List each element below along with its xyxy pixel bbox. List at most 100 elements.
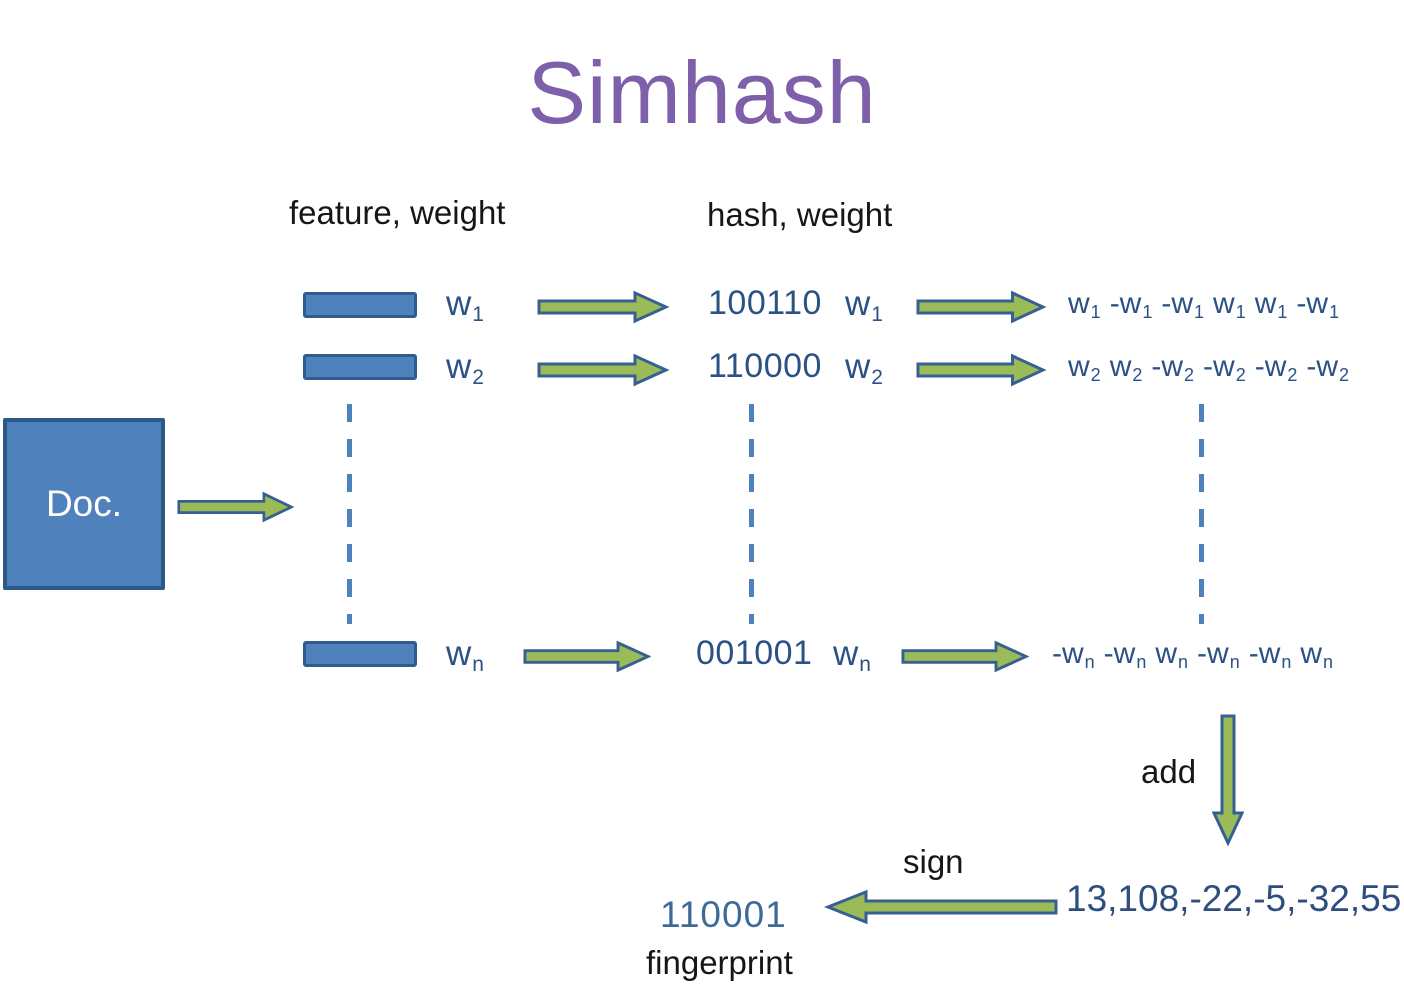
term-base: -w <box>1052 637 1084 670</box>
feature-weight-label: w2 <box>446 347 484 388</box>
expr-term: w2 <box>1068 350 1101 386</box>
term-sub: n <box>1084 652 1095 673</box>
term-base: w <box>1068 287 1090 320</box>
expr-term: -w2 <box>1306 350 1350 386</box>
term-base: w <box>1300 637 1323 670</box>
fingerprint-value: 110001 <box>660 894 787 935</box>
term-sub: n <box>1281 652 1292 673</box>
term-base: w <box>845 284 871 323</box>
sign-arrow-icon <box>822 888 1058 926</box>
ellipsis-dashed-line <box>347 404 352 624</box>
term-base: -w <box>1197 637 1229 670</box>
term-sub: 2 <box>1339 365 1350 386</box>
term-base: w <box>446 634 472 673</box>
term-base: w <box>1068 350 1090 383</box>
sign-label: sign <box>903 843 964 880</box>
term-sub: 2 <box>472 365 484 389</box>
doc-to-features-arrow-icon <box>177 491 294 523</box>
hash-arrow-icon <box>537 353 669 387</box>
expr-term: w2 <box>1109 350 1143 386</box>
expr-term: -w2 <box>1151 350 1195 386</box>
feature-weight-label: w1 <box>446 284 484 325</box>
term-base: w <box>1109 350 1132 383</box>
term-sub: 1 <box>1235 302 1246 323</box>
term-sub: 2 <box>1090 365 1101 386</box>
expr-term: wn <box>1155 637 1189 673</box>
hash-arrow-icon <box>523 640 651 673</box>
feature-weight-label: wn <box>446 634 484 675</box>
term-base: w <box>845 347 871 386</box>
feature-bar <box>303 292 417 318</box>
ellipsis-dashed-line <box>1199 404 1204 624</box>
expr-term: wn <box>1300 637 1333 672</box>
term-base: w <box>833 634 859 673</box>
term-base: w <box>1254 287 1277 320</box>
term-sub: n <box>472 652 484 676</box>
term-base: -w <box>1109 287 1142 320</box>
term-base: -w <box>1203 350 1235 383</box>
term-base: w <box>1155 637 1178 670</box>
hash-weight-label: wn <box>833 634 871 675</box>
term-base: -w <box>1161 287 1194 320</box>
term-sub: 2 <box>1132 365 1143 386</box>
term-sub: 1 <box>871 302 883 326</box>
expr-term: -wn <box>1104 639 1147 673</box>
term-base: w <box>446 284 472 323</box>
weights-arrow-icon <box>916 290 1046 324</box>
term-base: -w <box>1151 350 1184 383</box>
term-sub: 2 <box>1235 365 1246 386</box>
term-sub: 2 <box>1287 365 1298 386</box>
term-sub: n <box>859 652 871 676</box>
feature-bar <box>303 354 417 380</box>
expr-term: w1 <box>1213 287 1246 323</box>
expr-term: -w2 <box>1203 350 1246 386</box>
term-base: -w <box>1296 287 1329 320</box>
term-sub: 1 <box>472 302 484 326</box>
doc-label: Doc. <box>45 483 123 524</box>
expr-term: -w1 <box>1109 287 1153 323</box>
sum-values: 13,108,-22,-5,-32,55 <box>1066 878 1402 919</box>
term-sub: 1 <box>1090 302 1101 323</box>
expr-term: -w1 <box>1161 287 1204 322</box>
hash-arrow-icon <box>537 290 669 324</box>
term-sub: n <box>1178 652 1189 673</box>
term-base: w <box>446 347 472 386</box>
term-sub: 1 <box>1277 302 1288 323</box>
expr-term: -wn <box>1197 637 1240 673</box>
weights-arrow-icon <box>916 353 1046 387</box>
hash-value: 100110 <box>708 284 822 322</box>
page-title: Simhash <box>527 43 877 142</box>
hash-value: 001001 <box>696 634 813 672</box>
term-base: -w <box>1254 350 1287 383</box>
column-header-hash-weight: hash, weight <box>707 196 893 233</box>
hash-weight-label: w1 <box>845 284 883 325</box>
term-base: w <box>1213 287 1235 320</box>
expr-term: -wn <box>1052 637 1095 673</box>
term-sub: n <box>1229 652 1240 673</box>
term-sub: 1 <box>1142 302 1153 323</box>
feature-bar <box>303 641 417 667</box>
hash-weight-label: w2 <box>845 347 883 388</box>
doc-box: Doc. <box>3 418 165 590</box>
weights-arrow-icon <box>901 640 1029 673</box>
add-arrow-icon <box>1212 714 1244 846</box>
hash-value: 110000 <box>708 347 822 385</box>
ellipsis-dashed-line <box>749 404 754 624</box>
column-header-feature-weight: feature, weight <box>289 194 506 231</box>
expr-term: w1 <box>1254 287 1288 323</box>
expr-term: -w1 <box>1296 287 1339 322</box>
fingerprint-label: fingerprint <box>646 944 793 981</box>
add-label: add <box>1141 753 1197 790</box>
term-sub: 2 <box>871 365 883 389</box>
term-base: -w <box>1248 637 1281 670</box>
expr-term: -w2 <box>1254 350 1298 386</box>
term-base: -w <box>1306 350 1339 383</box>
expr-term: -wn <box>1248 637 1292 673</box>
expr-term: w1 <box>1068 287 1101 323</box>
term-sub: 2 <box>1184 365 1195 386</box>
term-sub: n <box>1136 652 1147 673</box>
